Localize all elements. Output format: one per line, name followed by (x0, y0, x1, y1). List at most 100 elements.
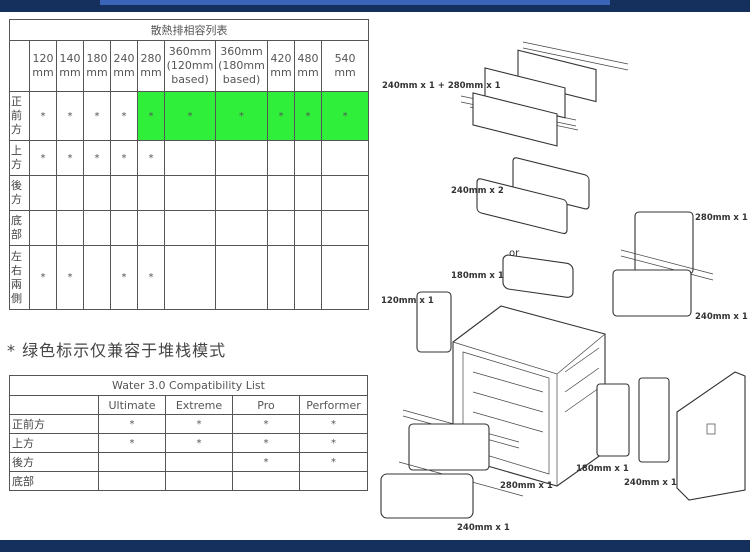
radiator-compat-cell: * (215, 91, 268, 141)
water-compat-cell: * (98, 433, 166, 453)
radiator-compat-cell (215, 175, 268, 211)
radiator-compat-cell: * (320, 91, 370, 141)
radiator-table-title: 散熱排相容列表 (8, 19, 370, 41)
front-180-radiator (502, 254, 574, 298)
radiator-compat-cell (294, 175, 322, 211)
water-position-label: 底部 (9, 471, 99, 491)
header-corner (9, 395, 99, 415)
water-compat-cell: * (232, 414, 300, 434)
water-model-header: Extreme (165, 395, 233, 415)
water-compat-cell: * (232, 452, 300, 472)
radiator-compat-cell: * (83, 140, 111, 176)
radiator-table-row: 後 方 (9, 175, 370, 211)
radiator-compat-cell (294, 245, 322, 310)
radiator-compat-cell (56, 210, 84, 246)
radiator-table-row: 上 方***** (9, 140, 370, 176)
water-table-row: 上方**** (9, 433, 369, 453)
radiator-compat-cell: * (137, 91, 165, 141)
stacked-mode-note: * 绿色标示仅兼容于堆栈模式 (7, 341, 227, 360)
radiator-compat-cell (267, 245, 295, 310)
water-table-row: 後方** (9, 452, 369, 472)
radiator-table-row: 底 部 (9, 210, 370, 246)
water-compat-cell: * (165, 433, 233, 453)
water-position-label: 後方 (9, 452, 99, 472)
radiator-compat-cell (56, 175, 84, 211)
radiator-size-header: 360mm (180mm based) (215, 40, 268, 92)
radiator-compat-cell: * (56, 245, 84, 310)
radiator-compat-cell (164, 245, 216, 310)
radiator-compat-cell (164, 140, 216, 176)
radiator-compat-cell: * (267, 91, 295, 141)
water-compat-cell: * (232, 433, 300, 453)
radiator-size-header: 280 mm (137, 40, 165, 92)
front-stacked-radiators (460, 41, 629, 147)
radiator-compat-cell (215, 140, 268, 176)
top-280-radiator (408, 423, 490, 471)
side-120-radiator (416, 291, 452, 353)
radiator-position-label: 正 前 方 (9, 91, 30, 141)
radiator-compat-cell (29, 210, 57, 246)
water-table-title: Water 3.0 Compatibility List (8, 375, 369, 396)
radiator-compat-cell: * (56, 91, 84, 141)
water-compat-cell (232, 471, 300, 491)
label-or-2: or (509, 248, 520, 259)
radiator-size-header: 480 mm (294, 40, 322, 92)
rear-180-radiator (596, 383, 630, 457)
radiator-compat-cell (110, 175, 138, 211)
radiator-compat-cell: * (110, 91, 138, 141)
water-table-row: 正前方**** (9, 414, 369, 434)
water-compat-cell (98, 471, 166, 491)
water-table-row: 底部 (9, 471, 369, 491)
radiator-compat-cell: * (29, 91, 57, 141)
water-model-header: Pro (232, 395, 300, 415)
header-corner (9, 40, 30, 92)
radiator-position-label: 後 方 (9, 175, 30, 211)
front-240x2-radiators (476, 157, 590, 235)
label-front-240x2: 240mm x 2 (451, 186, 504, 196)
water-model-header: Performer (298, 395, 369, 415)
top-accent-bar (100, 0, 610, 5)
radiator-size-header: 180 mm (83, 40, 111, 92)
water-compat-cell: * (298, 414, 369, 434)
radiator-compat-cell: * (137, 245, 165, 310)
label-side-120: 120mm x 1 (381, 296, 434, 306)
radiator-size-header: 360mm (120mm based) (164, 40, 216, 92)
radiator-size-header: 140 mm (56, 40, 84, 92)
radiator-compat-cell (294, 210, 322, 246)
label-top-240: 240mm x 1 (457, 523, 510, 533)
radiator-compat-cell: * (29, 140, 57, 176)
water-compat-cell (98, 452, 166, 472)
radiator-size-header: 540 mm (320, 40, 370, 92)
label-front-stacked: 240mm x 1 + 280mm x 1 (382, 81, 501, 91)
radiator-position-label: 左 右 兩 側 (9, 245, 30, 310)
radiator-compat-cell (320, 245, 370, 310)
radiator-compat-cell (83, 245, 111, 310)
radiator-compat-cell (267, 210, 295, 246)
side-240-radiator (612, 269, 692, 317)
label-rear-240: 240mm x 1 (624, 478, 677, 488)
radiator-compat-cell (164, 175, 216, 211)
label-side-240: 240mm x 1 (695, 312, 748, 322)
radiator-compat-cell (29, 175, 57, 211)
label-rear-180: 180mm x 1 (576, 464, 629, 474)
radiator-table-row: 正 前 方********** (9, 91, 370, 141)
water-compat-cell (165, 471, 233, 491)
radiator-size-header: 120 mm (29, 40, 57, 92)
radiator-compat-cell: * (110, 140, 138, 176)
radiator-compat-cell: * (29, 245, 57, 310)
radiator-compat-cell (320, 140, 370, 176)
radiator-compat-cell (83, 210, 111, 246)
radiator-size-header: 240 mm (110, 40, 138, 92)
radiator-compat-cell: * (110, 245, 138, 310)
label-top-280: 280mm x 1 (500, 481, 553, 491)
radiator-compat-cell (215, 210, 268, 246)
case-side-panel (676, 371, 746, 501)
rear-240-radiator (638, 377, 670, 463)
radiator-position-label: 底 部 (9, 210, 30, 246)
water-compat-cell: * (298, 433, 369, 453)
label-front-180: 180mm x 1 (451, 271, 504, 281)
